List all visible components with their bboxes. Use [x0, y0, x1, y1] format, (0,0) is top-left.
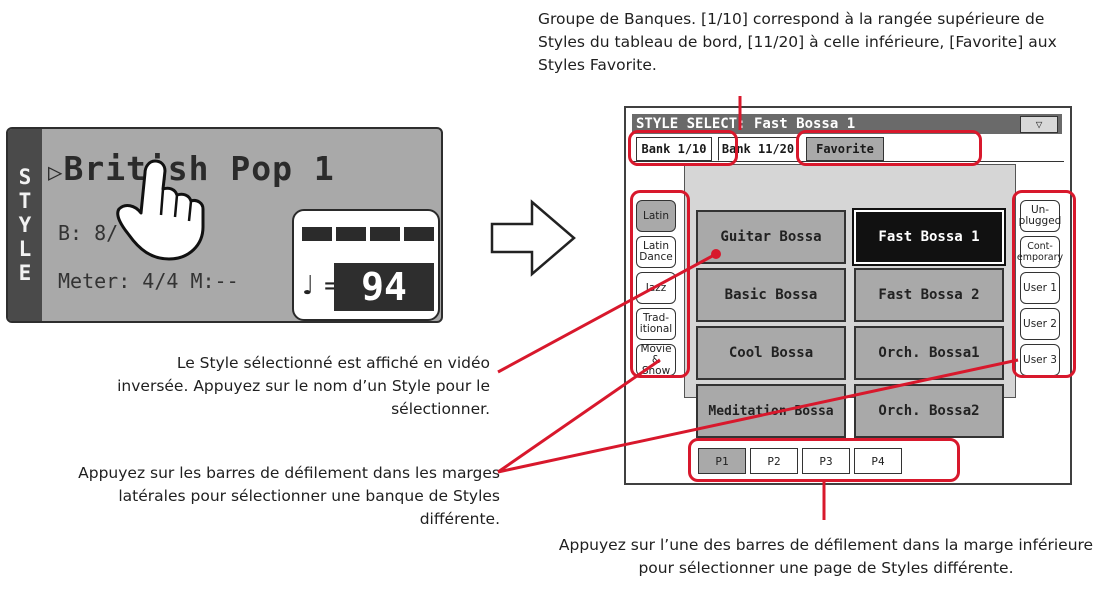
tab-label: User 1 — [1023, 281, 1057, 294]
tab-label: Favorite — [816, 142, 874, 156]
caption-side-tabs: Appuyez sur les barres de défilement dan… — [78, 464, 500, 528]
highlight-right-side-tabs — [1012, 190, 1076, 378]
style-label: Fast Bossa 2 — [878, 287, 980, 303]
style-name-button[interactable]: ▷British Pop 1 — [48, 149, 335, 188]
strip-letter: Y — [18, 213, 32, 237]
style-cell-orch-bossa-2[interactable]: Orch. Bossa2 — [854, 384, 1004, 438]
style-label: Orch. Bossa2 — [878, 403, 980, 419]
tab-divider — [630, 161, 1064, 162]
style-cell-fast-bossa-2[interactable]: Fast Bossa 2 — [854, 268, 1004, 322]
main-page-style-area[interactable]: S T Y L E ▷British Pop 1 B: 8/ Beat 1 Me… — [6, 127, 443, 323]
style-label: Cool Bossa — [728, 345, 814, 361]
style-cell-meditation-bossa[interactable]: Meditation Bossa — [696, 384, 846, 438]
style-cell-guitar-bossa[interactable]: Guitar Bossa — [696, 210, 846, 264]
style-label: Meditation Bossa — [708, 403, 834, 419]
meter-readout: Meter: 4/4 M:-- — [58, 269, 239, 293]
style-name: British Pop 1 — [63, 149, 335, 188]
highlight-bank-tabs-left — [628, 130, 738, 166]
strip-letter: E — [18, 261, 32, 285]
pointing-hand-icon — [116, 159, 205, 261]
tab-label: Cont- emporary — [1016, 241, 1064, 263]
triangle-down-icon: ▽ — [1035, 117, 1043, 131]
tab-label: Latin — [643, 209, 669, 222]
highlight-bank-tabs-right — [796, 130, 982, 166]
highlight-page-tabs — [688, 438, 960, 482]
right-arrow-icon — [490, 199, 576, 277]
side-tab-contemporary[interactable]: Cont- emporary — [1016, 236, 1064, 268]
caption-bank-group: Groupe de Banques. [1/10] correspond à l… — [538, 10, 1057, 74]
side-tab-latin[interactable]: Latin — [636, 200, 676, 232]
tab-label: Un- plugged — [1018, 204, 1062, 227]
style-cell-cool-bossa[interactable]: Cool Bossa — [696, 326, 846, 380]
play-triangle-icon: ▷ — [48, 158, 64, 186]
side-tab-user-2[interactable]: User 2 — [1020, 308, 1060, 340]
caption-page-tabs: Appuyez sur l’une des barres de défileme… — [558, 536, 1093, 577]
beat-block — [370, 227, 400, 241]
strip-letter: S — [18, 165, 32, 189]
tab-label: Bank 1/10 — [641, 142, 707, 156]
beat-block — [404, 227, 434, 241]
beat-block — [336, 227, 366, 241]
strip-letter: L — [18, 237, 32, 261]
highlight-left-side-tabs — [630, 190, 690, 378]
style-label: Fast Bossa 1 — [878, 229, 980, 245]
tab-label: Bank 11/20 — [721, 142, 795, 156]
tab-label: User 3 — [1023, 353, 1057, 366]
style-cell-orch-bossa-1[interactable]: Orch. Bossa1 — [854, 326, 1004, 380]
caption-selected-style: Le Style sélectionné est affiché en vidé… — [117, 354, 490, 418]
tab-label: User 2 — [1023, 317, 1057, 330]
style-strip-label: S T Y L E — [8, 129, 42, 321]
side-tab-user-1[interactable]: User 1 — [1020, 272, 1060, 304]
side-tab-unplugged[interactable]: Un- plugged — [1018, 200, 1062, 232]
style-label: Basic Bossa — [724, 287, 818, 303]
tab-favorite[interactable]: Favorite — [806, 137, 884, 161]
tab-bank-1-10[interactable]: Bank 1/10 — [636, 137, 712, 161]
style-cell-basic-bossa[interactable]: Basic Bossa — [696, 268, 846, 322]
style-cell-fast-bossa-1-selected[interactable]: Fast Bossa 1 — [852, 208, 1006, 266]
tempo-value: 94 — [334, 263, 434, 311]
style-label: Guitar Bossa — [720, 229, 822, 245]
tempo-display: ♩ = 94 — [292, 209, 440, 321]
window-title: STYLE SELECT: Fast Bossa 1 — [636, 116, 856, 132]
beat-block — [302, 227, 332, 241]
strip-letter: T — [18, 189, 32, 213]
menu-dropdown-button[interactable]: ▽ — [1020, 116, 1058, 133]
style-label: Orch. Bossa1 — [878, 345, 980, 361]
